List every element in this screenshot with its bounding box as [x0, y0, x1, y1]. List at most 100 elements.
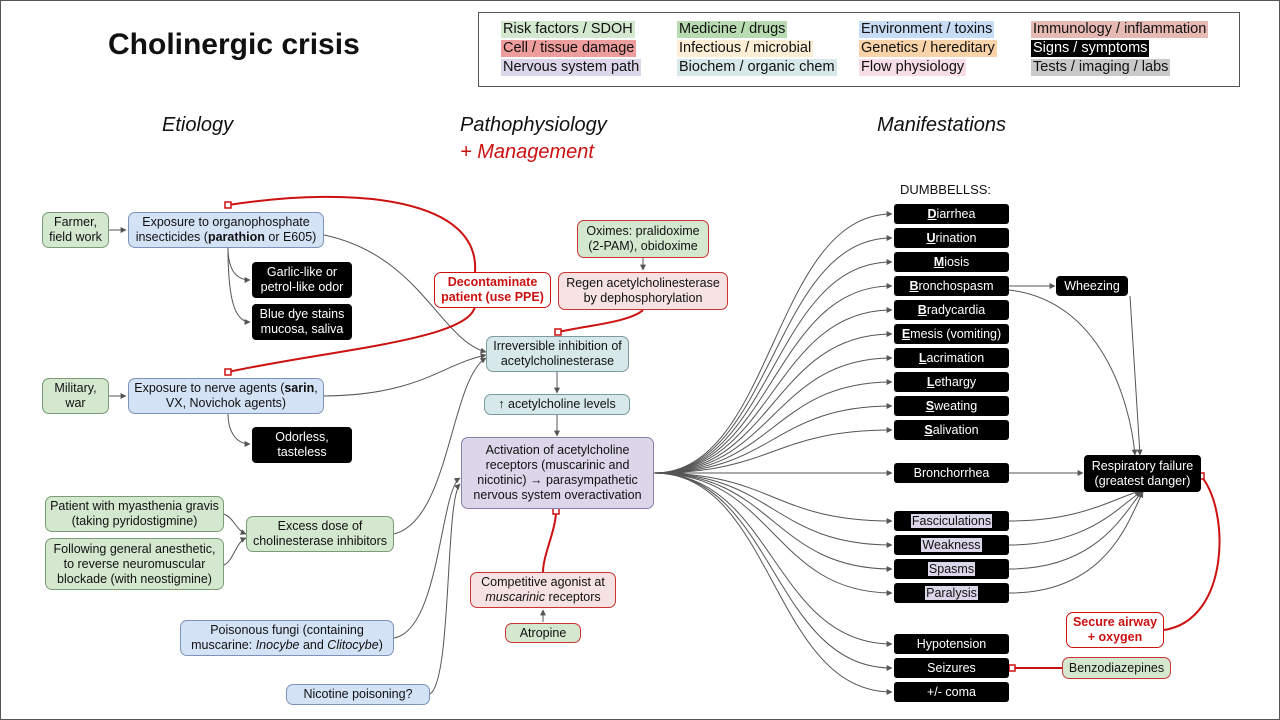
mnemonic-rest: iarrhea [936, 207, 976, 221]
edge-activation-symptom [653, 472, 893, 572]
secure-airway-box: Secure airway + oxygen [1066, 612, 1164, 648]
mnemonic-rest: ronchospasm [918, 279, 994, 293]
wheezing-box: Wheezing [1056, 276, 1128, 296]
levels-label: ↑ acetylcholine levels [498, 397, 616, 411]
organo-text-end: or E605) [264, 230, 317, 244]
edge-activation-symptom [653, 379, 893, 474]
symptom-bronchorrhea: Bronchorrhea [894, 463, 1009, 483]
legend-item: Genetics / hereditary [859, 40, 997, 57]
ach-levels-box: ↑ acetylcholine levels [484, 394, 630, 415]
oximes-box: Oximes: pralidoxime (2-PAM), obidoxime [577, 220, 709, 258]
mnemonic-letter: S [924, 423, 933, 437]
mnemonic-rest: alivation [932, 423, 979, 437]
edge-excess-irrev [393, 357, 487, 535]
edge-nicotine-activation [429, 483, 461, 695]
etiology-heading: Etiology [162, 114, 234, 136]
edge-activation-symptom [653, 283, 893, 474]
military-box: Military, war [42, 378, 109, 414]
garlic-odor-box: Garlic-like or petrol-like odor [252, 262, 352, 298]
mnemonic-letter: L [926, 375, 935, 389]
wheezing-label: Wheezing [1064, 278, 1120, 293]
inhibit-marker [224, 201, 232, 209]
organo-bold: parathion [207, 230, 265, 244]
legend-item: Tests / imaging / labs [1031, 59, 1171, 76]
edge-activation-symptom [653, 472, 893, 524]
management-heading: + Management [460, 141, 594, 163]
edge-fasciculations-respfail [1008, 489, 1141, 522]
edge-nerve-odorless [227, 413, 251, 447]
benzodiazepines-box: Benzodiazepines [1062, 657, 1171, 679]
mgmt-atropine-activation [542, 510, 557, 573]
benzo-label: Benzodiazepines [1068, 660, 1165, 675]
nerve-text: Exposure to nerve agents ( [134, 381, 285, 395]
atropine-label: Atropine [519, 625, 567, 640]
mnemonic-letter: U [926, 231, 936, 245]
symptom-nicotinic: Paralysis [894, 583, 1009, 603]
mnemonic-letter: S [925, 399, 935, 413]
nerve-text-end: , VX, Novichok agents) [165, 381, 318, 410]
edge-activation-symptom [653, 472, 893, 596]
dumbbellss-heading: DUMBBELLSS: [900, 182, 992, 197]
cns-label: +/- coma [927, 685, 976, 699]
myasthenia-box: Patient with myasthenia gravis (taking p… [45, 496, 224, 532]
edge-nerve-irrev [323, 353, 487, 397]
farmer-label: Farmer, field work [49, 215, 102, 244]
inhibit-marker [554, 328, 562, 336]
edge-activation-symptom [653, 472, 893, 671]
fungi-genus-1: Inocybe [255, 638, 300, 652]
edge-activation-symptom [653, 211, 893, 474]
legend-item: Biochem / organic chem [677, 59, 837, 76]
edge-activation-symptom [653, 331, 893, 474]
edge-organo-garlic [227, 247, 251, 283]
cns-label: Hypotension [916, 637, 987, 651]
mnemonic-rest: weating [934, 399, 978, 413]
mgmt-decon-nerve [227, 305, 476, 373]
symptom-cns: Seizures [894, 658, 1009, 678]
anesthetic-box: Following general anesthetic, to reverse… [45, 538, 224, 590]
fungi-text: Poisonous fungi (containing muscarine: [191, 623, 364, 652]
airway-label: Secure airway + oxygen [1072, 615, 1158, 644]
blue-dye-box: Blue dye stains mucosa, saliva [252, 304, 352, 340]
nicotinic-label: Weakness [921, 538, 982, 552]
competitive-text: Competitive agonist at [481, 575, 605, 589]
irreversible-label: Irreversible inhibition of acetylcholine… [493, 339, 622, 368]
myasthenia-label: Patient with myasthenia gravis (taking p… [50, 499, 219, 528]
excess-label: Excess dose of cholinesterase inhibitors [252, 519, 388, 548]
nerve-bold: sarin [284, 381, 315, 395]
edge-weakness-respfail [1008, 491, 1142, 546]
edge-activation-symptom [653, 355, 893, 474]
inhibit-marker [224, 368, 232, 376]
nicotine-box: Nicotine poisoning? [286, 684, 430, 705]
edge-activation-symptom [653, 472, 893, 548]
fungi-and: and [299, 638, 328, 652]
mgmt-decon-organo [227, 195, 477, 273]
mnemonic-rest: rination [935, 231, 977, 245]
color-legend: Risk factors / SDOH Medicine / drugs Env… [478, 12, 1240, 87]
mnemonic-rest: ethargy [934, 375, 977, 389]
edge-anesthetic-excess [223, 537, 247, 566]
edge-activation-symptom [653, 472, 893, 695]
atropine-box: Atropine [505, 623, 581, 643]
mnemonic-rest: iosis [944, 255, 970, 269]
irreversible-inhibition-box: Irreversible inhibition of acetylcholine… [486, 336, 629, 372]
competitive-text-end: receptors [545, 590, 601, 604]
legend-item: Flow physiology [859, 59, 967, 76]
edge-fungi-activation [393, 477, 461, 639]
farmer-box: Farmer, field work [42, 212, 109, 248]
edge-wheezing-respfail [1129, 295, 1143, 456]
mnemonic-rest: acrimation [926, 351, 985, 365]
receptor-activation-box: Activation of acetylcholine receptors (m… [461, 437, 654, 509]
mnemonic-letter: L [918, 351, 927, 365]
edge-paralysis-respfail [1008, 491, 1144, 594]
respfail-label: Respiratory failure (greatest danger) [1091, 458, 1194, 488]
edge-activation-symptom [653, 427, 893, 474]
oximes-label: Oximes: pralidoxime (2-PAM), obidoxime [586, 224, 700, 253]
